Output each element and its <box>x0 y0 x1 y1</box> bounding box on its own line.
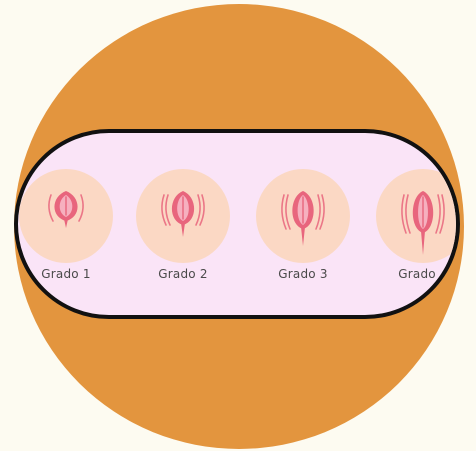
outer-fold-right <box>79 195 83 221</box>
tail-drop <box>64 219 68 228</box>
outer-fold-left <box>286 195 290 229</box>
tail-drop <box>301 227 305 246</box>
outer-fold-right <box>196 195 200 225</box>
vulva-grade-1-icon <box>19 169 113 263</box>
tail-drop <box>421 231 425 255</box>
grade-3-disc <box>256 169 350 263</box>
outer-fold-left <box>166 195 170 225</box>
grade-3-label: Grado 3 <box>253 267 353 281</box>
grade-item-1: Grado 1 <box>16 133 116 319</box>
grade-4-disc <box>376 169 460 263</box>
grade-2-disc <box>136 169 230 263</box>
grade-1-label: Grado 1 <box>16 267 116 281</box>
grade-item-3: Grado 3 <box>253 133 353 319</box>
outer-fold-left <box>406 195 410 233</box>
vulva-grade-3-icon <box>256 169 350 263</box>
grade-item-2: Grado 2 <box>133 133 233 319</box>
grades-panel: Grado 1 Grado 2 Grado 3 Grado 4 <box>14 129 460 319</box>
vulva-grade-2-icon <box>136 169 230 263</box>
outer-fold-left <box>49 195 53 221</box>
tail-drop <box>181 223 185 237</box>
outer-fold-right <box>316 195 320 229</box>
grade-2-label: Grado 2 <box>133 267 233 281</box>
outer-fold-right <box>436 195 440 233</box>
vulva-grade-4-icon <box>376 169 460 263</box>
grade-item-4: Grado 4 <box>373 133 460 319</box>
grade-1-disc <box>19 169 113 263</box>
grade-4-label: Grado 4 <box>373 267 460 281</box>
